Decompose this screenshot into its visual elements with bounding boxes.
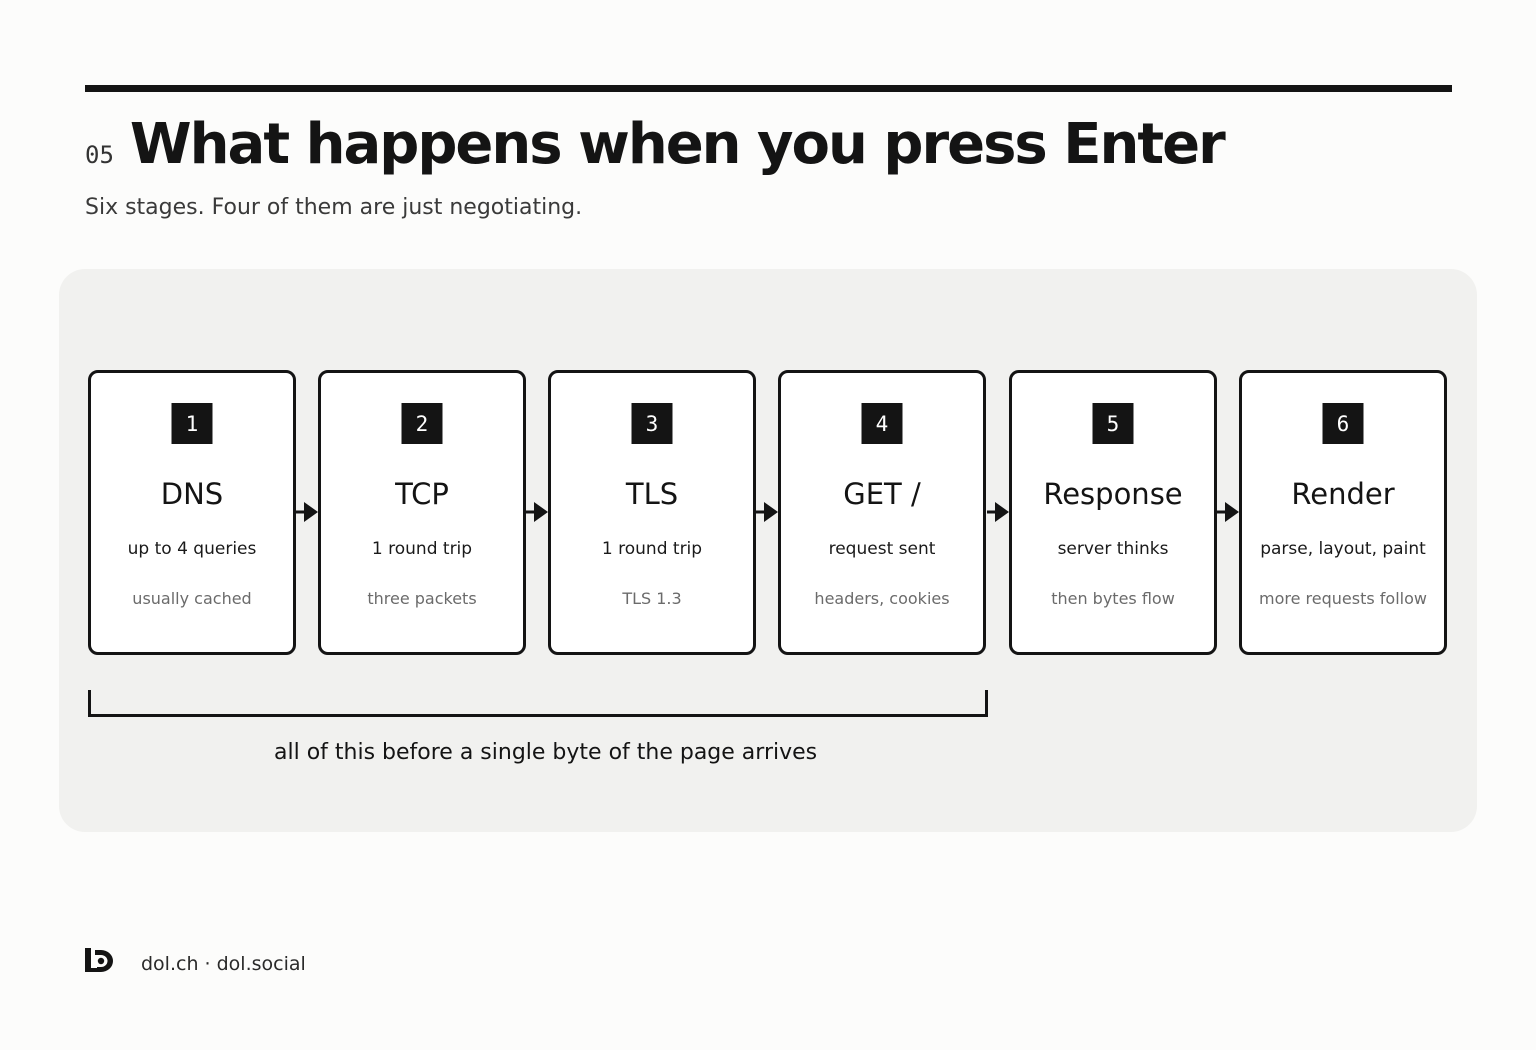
bracket-label: all of this before a single byte of the … — [274, 740, 818, 765]
stage-name: Render — [1291, 477, 1395, 511]
stage-note: more requests follow — [1259, 589, 1427, 608]
stage-detail: up to 4 queries — [127, 539, 257, 559]
stage-detail: request sent — [828, 539, 936, 559]
stage-number-badge: 1 — [171, 403, 213, 444]
stage-number-badge: 3 — [631, 403, 673, 444]
stage-name: TCP — [395, 477, 449, 511]
stage-card-tls: 3 TLS 1 round trip TLS 1.3 — [548, 370, 756, 655]
stage-name: TLS — [625, 477, 679, 511]
arrow-right-icon — [296, 502, 318, 522]
arrow-right-icon — [1217, 502, 1239, 522]
stage-name: DNS — [160, 477, 224, 511]
stage-card-render: 6 Render parse, layout, paint more reque… — [1239, 370, 1447, 655]
stage-number-badge: 6 — [1322, 403, 1364, 444]
stage-card-response: 5 Response server thinks then bytes flow — [1009, 370, 1217, 655]
stage-note: usually cached — [132, 589, 252, 608]
stage-card-tcp: 2 TCP 1 round trip three packets — [318, 370, 526, 655]
header: 05 What happens when you press Enter — [85, 112, 1226, 177]
stage-detail: 1 round trip — [601, 539, 703, 559]
stage-note: headers, cookies — [814, 589, 950, 608]
stage-note: TLS 1.3 — [622, 589, 682, 608]
stage-name: Response — [1043, 477, 1183, 511]
page-title: What happens when you press Enter — [129, 112, 1226, 177]
arrow-right-icon — [756, 502, 778, 522]
stage-name: GET / — [843, 477, 921, 511]
brand-logo-icon — [85, 948, 113, 972]
arrow-right-icon — [987, 502, 1009, 522]
footer-links: dol.ch · dol.social — [141, 953, 306, 975]
arrow-right-icon — [526, 502, 548, 522]
slide-number: 05 — [85, 141, 114, 169]
stage-note: three packets — [367, 589, 477, 608]
stage-detail: parse, layout, paint — [1260, 539, 1426, 559]
top-rule — [85, 85, 1452, 92]
stage-detail: server thinks — [1057, 539, 1169, 559]
stage-number-badge: 5 — [1092, 403, 1134, 444]
stage-number-badge: 4 — [861, 403, 903, 444]
stage-detail: 1 round trip — [371, 539, 473, 559]
page-subtitle: Six stages. Four of them are just negoti… — [85, 195, 583, 220]
stage-card-get: 4 GET / request sent headers, cookies — [778, 370, 986, 655]
stage-number-badge: 2 — [401, 403, 443, 444]
negotiation-bracket — [88, 690, 988, 717]
stage-note: then bytes flow — [1051, 589, 1175, 608]
stage-card-dns: 1 DNS up to 4 queries usually cached — [88, 370, 296, 655]
